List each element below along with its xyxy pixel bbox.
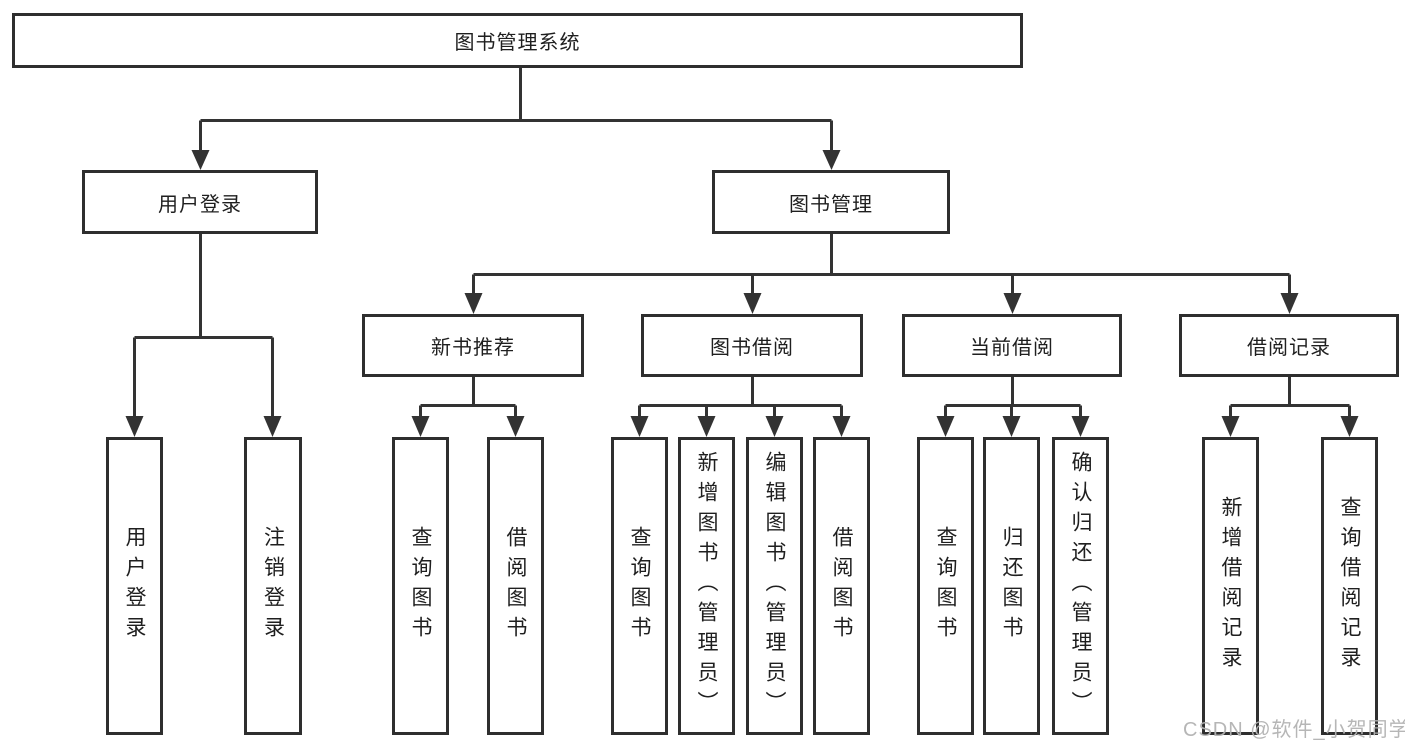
leaf-logout: 注销登录 <box>244 437 302 735</box>
leaf-query-books-borrow: 查询图书 <box>611 437 668 735</box>
leaf-borrow-books-recommend: 借阅图书 <box>487 437 544 735</box>
leaf-add-book-admin: 新增图书（管理员） <box>678 437 735 735</box>
node-library-management-system: 图书管理系统 <box>12 13 1023 68</box>
leaf-query-borrow-record: 查询借阅记录 <box>1321 437 1378 735</box>
node-current-borrowing: 当前借阅 <box>902 314 1122 377</box>
leaf-confirm-return-admin: 确认归还（管理员） <box>1052 437 1109 735</box>
watermark: CSDN @软件_小贺同学 <box>1183 719 1405 741</box>
leaf-user-login: 用户登录 <box>106 437 163 735</box>
leaf-return-book: 归还图书 <box>983 437 1040 735</box>
leaf-add-borrow-record: 新增借阅记录 <box>1202 437 1259 735</box>
leaf-query-books-recommend: 查询图书 <box>392 437 449 735</box>
node-book-management: 图书管理 <box>712 170 950 234</box>
leaf-borrow-books: 借阅图书 <box>813 437 870 735</box>
node-borrow-records: 借阅记录 <box>1179 314 1399 377</box>
leaf-edit-book-admin: 编辑图书（管理员） <box>746 437 803 735</box>
leaf-query-books-current: 查询图书 <box>917 437 974 735</box>
node-user-login: 用户登录 <box>82 170 318 234</box>
node-new-book-recommendation: 新书推荐 <box>362 314 584 377</box>
node-book-borrowing: 图书借阅 <box>641 314 863 377</box>
